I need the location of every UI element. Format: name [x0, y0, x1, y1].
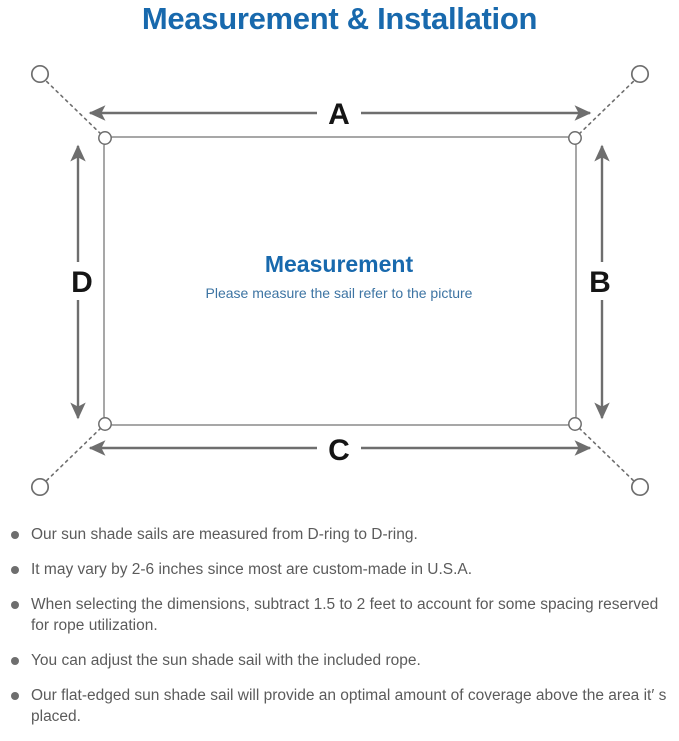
anchor-points	[30, 64, 650, 497]
list-item: You can adjust the sun shade sail with t…	[0, 650, 679, 671]
d-ring-bottom-left	[98, 417, 112, 431]
d-ring-bottom-right	[568, 417, 582, 431]
rope-lines	[41, 76, 639, 486]
bullet-icon	[11, 566, 19, 574]
notes-list: Our sun shade sails are measured from D-…	[0, 524, 679, 741]
list-item: It may vary by 2-6 inches since most are…	[0, 559, 679, 580]
bullet-icon	[11, 601, 19, 609]
anchor-point-bottom-right	[630, 477, 650, 497]
bullet-icon	[11, 657, 19, 665]
dimension-label-d: D	[71, 266, 93, 299]
note-text: When selecting the dimensions, subtract …	[31, 596, 659, 634]
bullet-icon	[11, 531, 19, 539]
page-title: Measurement & Installation	[141, 1, 538, 36]
list-item: When selecting the dimensions, subtract …	[0, 594, 679, 636]
anchor-point-top-right	[630, 64, 650, 84]
rope-line-bottom-left	[41, 424, 105, 486]
note-text: You can adjust the sun shade sail with t…	[31, 652, 421, 669]
rope-line-top-left	[41, 76, 105, 138]
sail-center-subtitle: Please measure the sail refer to the pic…	[206, 285, 473, 301]
sail-center-title: Measurement	[265, 251, 414, 277]
list-item: Our flat-edged sun shade sail will provi…	[0, 685, 679, 727]
note-text: It may vary by 2-6 inches since most are…	[31, 561, 473, 578]
d-ring-top-left	[98, 131, 112, 145]
dimension-label-a: A	[328, 98, 350, 131]
note-text: Our flat-edged sun shade sail will provi…	[31, 687, 667, 725]
anchor-point-top-left	[30, 64, 50, 84]
anchor-point-bottom-left	[30, 477, 50, 497]
bullet-icon	[11, 692, 19, 700]
dimension-label-b: B	[589, 266, 611, 299]
d-rings	[98, 131, 582, 431]
measurement-diagram: A C D B Measurement Please measure the s…	[0, 46, 679, 516]
note-text: Our sun shade sails are measured from D-…	[31, 526, 418, 543]
d-ring-top-right	[568, 131, 582, 145]
rope-line-top-right	[575, 76, 639, 138]
shade-sail-body	[103, 136, 577, 426]
dimension-label-c: C	[328, 434, 350, 467]
label-backings	[60, 94, 622, 468]
rope-line-bottom-right	[575, 424, 639, 486]
list-item: Our sun shade sails are measured from D-…	[0, 524, 679, 545]
